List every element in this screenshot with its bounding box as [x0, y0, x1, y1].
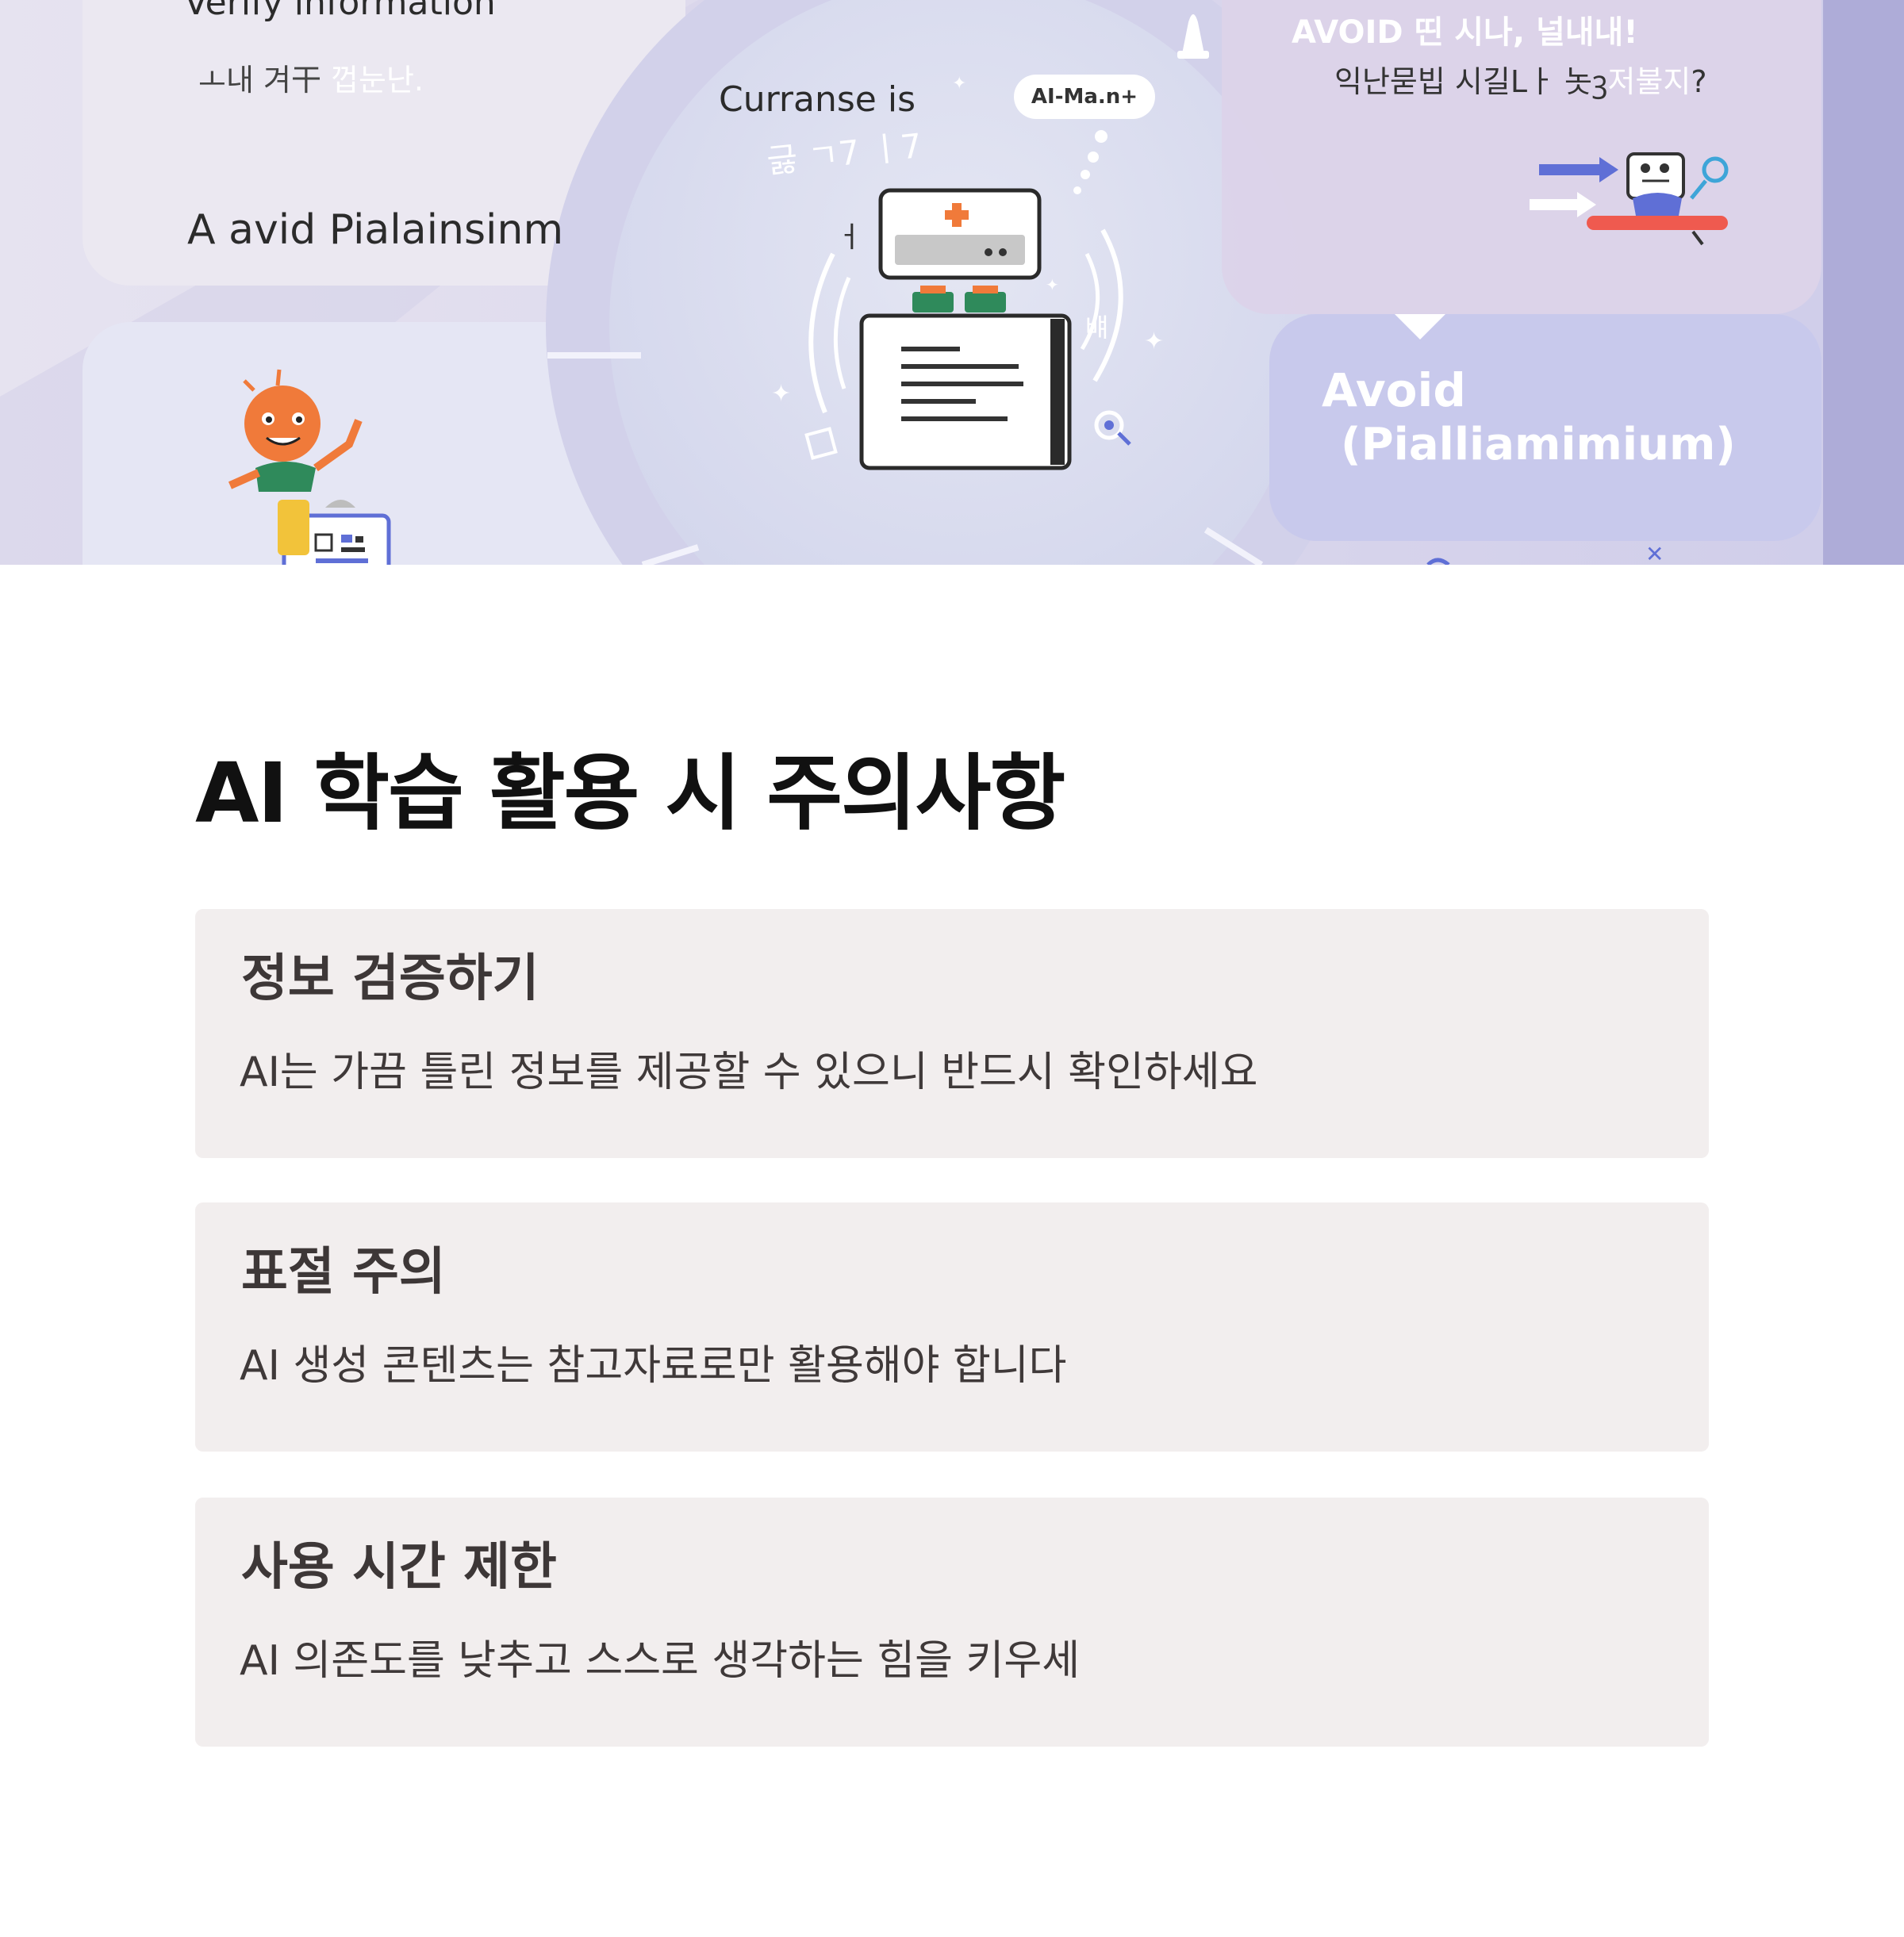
- card-title: 표절 주의: [241, 1243, 446, 1302]
- card-title: 정보 검증하기: [241, 949, 539, 1008]
- card-description: AI 의존도를 낮추고 스스로 생각하는 힘을 키우세: [240, 1637, 1081, 1685]
- robot-conveyor-icon: [1530, 152, 1729, 246]
- hero-korean-text-left: ㅗ내 겨干 껍눈난.: [198, 56, 424, 99]
- hero-illustration: ✦ ✦ ✦ ✦: [0, 0, 1904, 565]
- card-description: AI 생성 콘텐츠는 참고자료로만 활용해야 합니다: [240, 1342, 1067, 1390]
- hero-heading-verify: Verify information: [184, 0, 496, 23]
- caution-card-verify: 정보 검증하기 AI는 가끔 틀린 정보를 제공할 수 있으니 반드시 확인하세…: [195, 909, 1709, 1158]
- hero-center-glyph-right: 뱨: [1085, 313, 1109, 343]
- hero-card-top-left: [83, 0, 685, 286]
- svg-text:✦: ✦: [771, 380, 791, 408]
- hero-korean-text-left-b: 껍눈난.: [331, 63, 424, 98]
- svg-text:✦: ✦: [1046, 275, 1059, 294]
- clipboard-icon: [278, 500, 391, 565]
- caution-card-time-limit: 사용 시간 제한 AI 의존도를 낮추고 스스로 생각하는 힘을 키우세: [195, 1498, 1709, 1747]
- student-character-icon: [228, 369, 363, 492]
- hero-center-heading: Curranse is: [719, 79, 916, 120]
- card-title: 사용 시간 제한: [241, 1538, 557, 1597]
- hero-korean-text-right-b: 저불지: [1607, 64, 1691, 99]
- svg-text:✦: ✦: [1144, 328, 1164, 355]
- hero-korean-text-right: 익난묻빕 시길Lㅏ 놋ꝫ저불지?: [1334, 57, 1707, 102]
- hero-background: ✦ ✦ ✦ ✦: [0, 0, 1904, 565]
- hero-korean-text-left-a: ㅗ내 겨干: [198, 63, 332, 98]
- hero-avid-label: A avid Pialainsinm: [187, 206, 564, 254]
- hero-avoid-title: Avoid: [1322, 363, 1466, 417]
- hero-center-glyph-left: ㅓ: [836, 221, 863, 254]
- svg-text:✦: ✦: [952, 74, 966, 94]
- rocket-icon: [1177, 14, 1209, 59]
- hero-avoid-subtitle: (Pialliamimium): [1341, 419, 1736, 470]
- hero-heading-avoid: AVOID 띤 시나, 널내내!: [1292, 14, 1638, 51]
- caution-card-plagiarism: 표절 주의 AI 생성 콘텐츠는 참고자료로만 활용해야 합니다: [195, 1202, 1709, 1452]
- hero-card-bottom-left: [83, 322, 685, 565]
- hero-korean-text-right-a: 익난묻빕 시길Lㅏ 놋ꝫ: [1334, 64, 1608, 99]
- document-icon: [859, 313, 1072, 470]
- hero-card-bottom-right: [1269, 314, 1821, 541]
- robot-computer-icon: [878, 188, 1042, 313]
- card-description: AI는 가끔 틀린 정보를 제공할 수 있으니 반드시 확인하세요: [240, 1049, 1258, 1096]
- hero-korean-text-right-c: ?: [1691, 64, 1707, 99]
- hero-card-top-right: [1222, 0, 1821, 314]
- svg-text:✕: ✕: [1645, 541, 1664, 565]
- ai-badge: AI-Ma.n+: [1014, 75, 1155, 119]
- page-title: AI 학습 활용 시 주의사항: [195, 745, 1065, 842]
- target-icon: [1094, 410, 1131, 446]
